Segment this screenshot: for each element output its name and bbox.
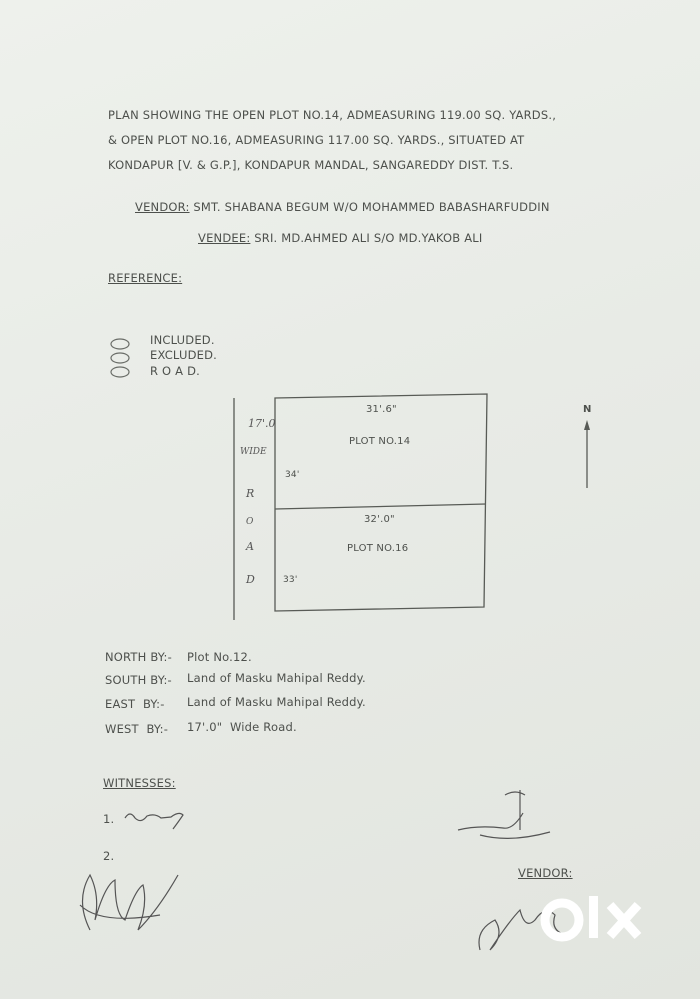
south-by-value: Land of Masku Mahipal Reddy.: [187, 671, 366, 685]
vendee-label: VENDEE:: [198, 231, 251, 245]
plot-16-name: PLOT NO.16: [347, 543, 409, 554]
road-letter-o: O: [246, 517, 254, 527]
road-letter-d: D: [246, 573, 255, 586]
legend-excluded: EXCLUDED.: [150, 348, 218, 362]
north-by-label: NORTH BY:-: [105, 650, 172, 664]
legend-road: R O A D.: [150, 364, 200, 378]
plot-16-width: 32'.0": [364, 514, 395, 525]
plot-16-depth: 33': [283, 575, 298, 585]
south-by-label: SOUTH BY:-: [105, 673, 172, 687]
plot-14-width: 31'.6": [366, 404, 397, 415]
vendor-line: VENDOR: SMT. SHABANA BEGUM W/O MOHAMMED …: [135, 200, 550, 214]
olx-watermark: [540, 888, 665, 953]
vendee-line: VENDEE: SRI. MD.AHMED ALI S/O MD.YAKOB A…: [198, 231, 483, 245]
vendor-value: SMT. SHABANA BEGUM W/O MOHAMMED BABASHAR…: [189, 200, 550, 214]
plot-14-name: PLOT NO.14: [349, 436, 411, 447]
west-by-label: WEST BY:-: [105, 722, 169, 736]
legend-included: INCLUDED.: [150, 333, 215, 347]
reference-label: REFERENCE:: [108, 271, 183, 285]
witnesses-label: WITNESSES:: [103, 776, 176, 790]
witness-1-signature: [124, 812, 184, 830]
road-letter-a: A: [246, 540, 254, 553]
road-letter-r: R: [246, 487, 255, 500]
vendor-signature-label: VENDOR:: [518, 866, 573, 880]
north-arrow-head: [584, 420, 590, 430]
vendee-value: SRI. MD.AHMED ALI S/O MD.YAKOB ALI: [250, 231, 483, 245]
east-by-label: EAST BY:-: [105, 697, 165, 711]
urdu-signature: [457, 790, 551, 839]
road-symbol: [110, 366, 130, 378]
witness-2-number: 2.: [103, 849, 115, 863]
west-by-value: 17'.0" Wide Road.: [187, 720, 297, 734]
north-label: N: [583, 404, 592, 415]
plot-divider: [274, 503, 487, 510]
witness-1-number: 1.: [103, 812, 115, 826]
road-width-label: 17'.0: [248, 417, 276, 430]
included-symbol: [110, 338, 130, 350]
excluded-symbol: [110, 352, 130, 364]
plot-14-depth: 34': [285, 470, 300, 480]
plot-boundary: [274, 393, 488, 612]
title-line-1: PLAN SHOWING THE OPEN PLOT NO.14, ADMEAS…: [108, 108, 557, 122]
title-line-2: & OPEN PLOT NO.16, ADMEASURING 117.00 SQ…: [108, 133, 525, 147]
east-by-value: Land of Masku Mahipal Reddy.: [187, 695, 366, 709]
witness-2-signature: [79, 873, 179, 931]
north-by-value: Plot No.12.: [187, 650, 252, 664]
road-wide-label: WIDE: [240, 447, 267, 457]
olx-logo: [540, 896, 642, 942]
vendor-signature: [478, 908, 566, 951]
title-line-3: KONDAPUR [V. & G.P.], KONDAPUR MANDAL, S…: [108, 158, 514, 172]
vendor-label: VENDOR:: [135, 200, 190, 214]
